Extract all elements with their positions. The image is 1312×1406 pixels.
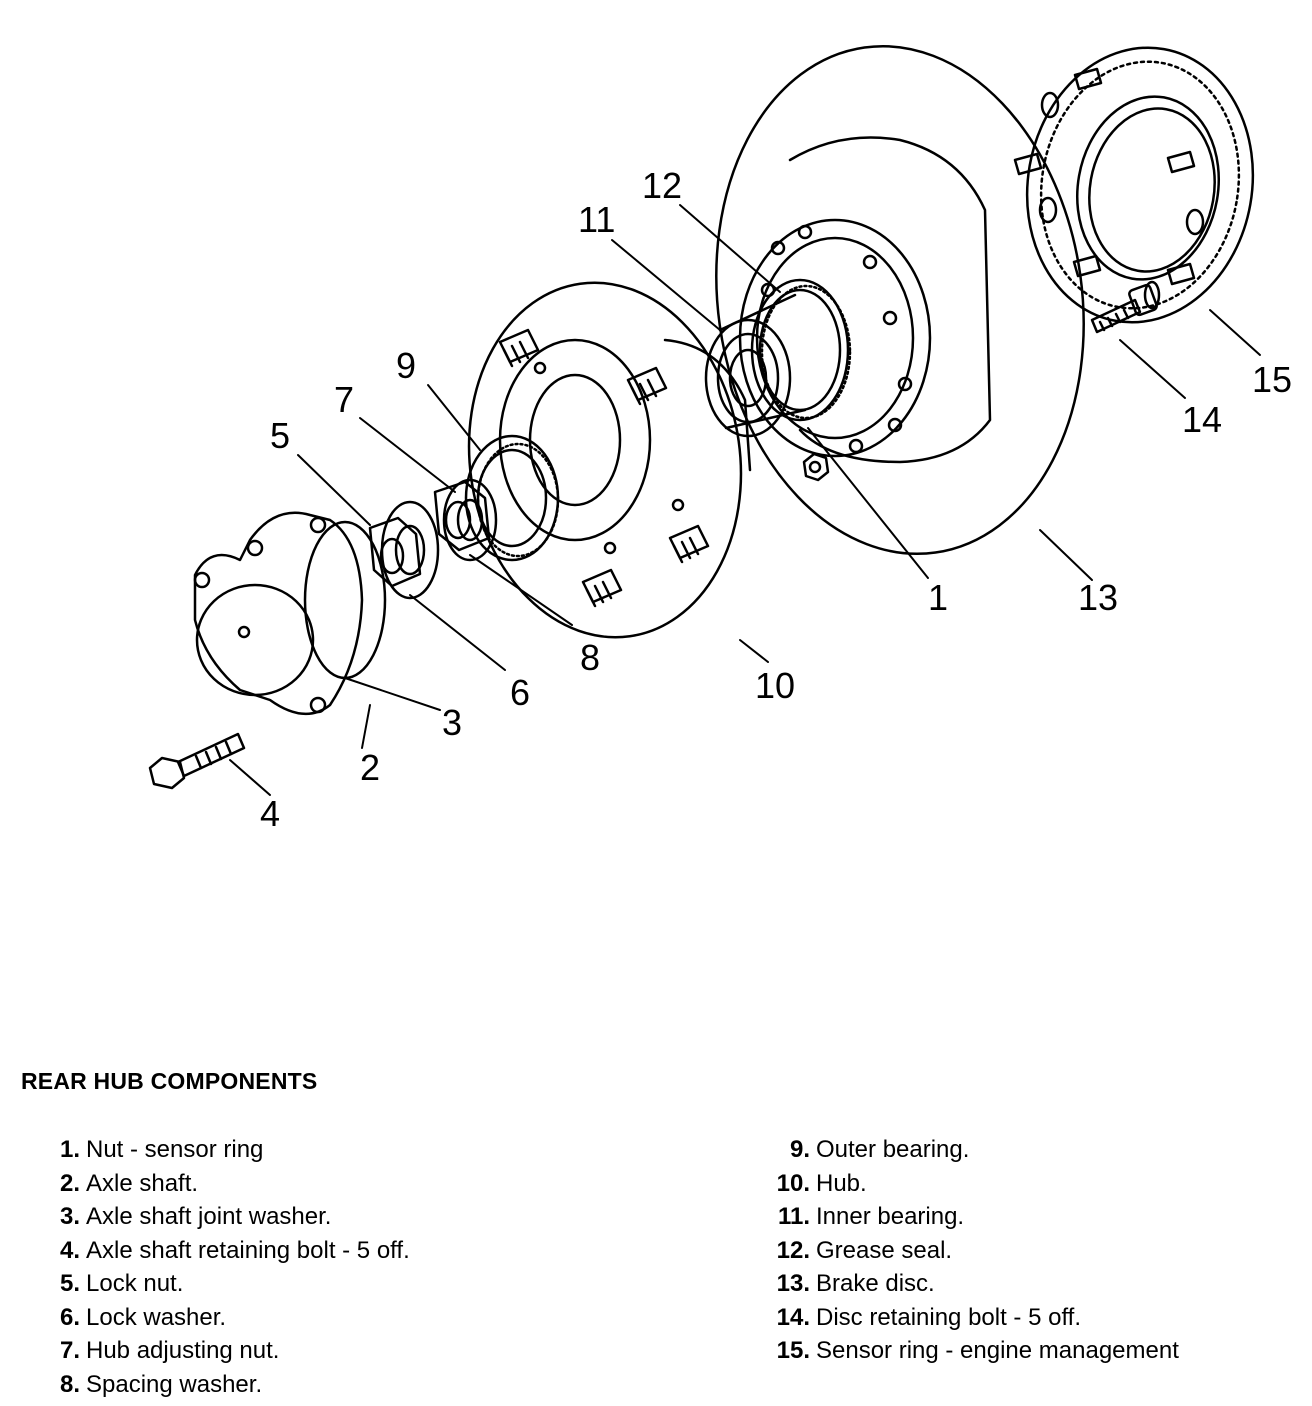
legend-item: 15.Sensor ring - engine management bbox=[760, 1337, 1179, 1371]
legend-item-label: Lock nut. bbox=[86, 1270, 184, 1297]
legend-item-number: 14. bbox=[776, 1303, 810, 1331]
legend-right-column: 9.Outer bearing.10.Hub.11.Inner bearing.… bbox=[760, 1136, 1179, 1371]
callout-7: 7 bbox=[334, 379, 354, 420]
legend-item: 10.Hub. bbox=[760, 1170, 1179, 1204]
callout-15: 15 bbox=[1252, 359, 1292, 400]
callout-5: 5 bbox=[270, 415, 290, 456]
callout-4: 4 bbox=[260, 793, 280, 834]
exploded-hub-diagram: 1 2 3 4 5 6 7 8 9 10 11 12 13 14 15 bbox=[148, 44, 1292, 834]
legend-item: 12.Grease seal. bbox=[760, 1237, 1179, 1271]
legend-item: 11.Inner bearing. bbox=[760, 1203, 1179, 1237]
legend-item-number: 4. bbox=[59, 1236, 80, 1264]
legend-item-number: 11. bbox=[777, 1203, 810, 1230]
grease-seal-part bbox=[750, 278, 852, 422]
lock-nut-part bbox=[368, 516, 422, 588]
legend-item-label: Nut - sensor ring bbox=[86, 1136, 264, 1163]
callout-14: 14 bbox=[1182, 399, 1222, 440]
legend-item: 2.Axle shaft. bbox=[30, 1170, 410, 1204]
legend-item-label: Brake disc. bbox=[816, 1270, 935, 1297]
legend-item-label: Axle shaft retaining bolt - 5 off. bbox=[86, 1236, 410, 1264]
legend-item: 8.Spacing washer. bbox=[30, 1371, 410, 1405]
legend-item: 14.Disc retaining bolt - 5 off. bbox=[760, 1304, 1179, 1338]
spacing-washer-part bbox=[442, 478, 498, 562]
legend-item-number: 6. bbox=[59, 1303, 80, 1331]
callout-8: 8 bbox=[580, 637, 600, 678]
legend-item-label: Grease seal. bbox=[816, 1236, 953, 1264]
legend-item: 5.Lock nut. bbox=[30, 1270, 410, 1304]
legend-item-label: Axle shaft joint washer. bbox=[86, 1203, 332, 1230]
legend-item-number: 15. bbox=[776, 1337, 810, 1364]
legend-item-label: Hub adjusting nut. bbox=[86, 1337, 280, 1364]
callout-10: 10 bbox=[755, 665, 795, 706]
legend-item-number: 7. bbox=[59, 1337, 80, 1364]
axle-shaft-part bbox=[193, 511, 364, 716]
legend-item-number: 9. bbox=[789, 1136, 810, 1163]
legend-item: 3.Axle shaft joint washer. bbox=[30, 1203, 410, 1237]
callout-12: 12 bbox=[642, 165, 682, 206]
legend-item: 6.Lock washer. bbox=[30, 1304, 410, 1338]
sensor-ring-part bbox=[1013, 46, 1255, 324]
legend-item-number: 1. bbox=[59, 1136, 80, 1163]
callout-1: 1 bbox=[928, 577, 948, 618]
callout-13: 13 bbox=[1078, 577, 1118, 618]
legend-item-number: 12. bbox=[776, 1236, 810, 1264]
legend-item-label: Inner bearing. bbox=[816, 1203, 965, 1230]
legend-item-label: Lock washer. bbox=[86, 1303, 227, 1331]
legend-item-label: Outer bearing. bbox=[816, 1136, 970, 1163]
outer-bearing-part bbox=[464, 434, 560, 562]
legend-item-number: 8. bbox=[59, 1370, 80, 1398]
legend-item: 1.Nut - sensor ring bbox=[30, 1136, 410, 1170]
leader-lines bbox=[229, 204, 1261, 796]
legend-item-number: 3. bbox=[59, 1203, 80, 1230]
hub-part bbox=[467, 281, 752, 639]
legend-item-number: 13. bbox=[776, 1270, 810, 1297]
legend-item-number: 2. bbox=[59, 1169, 80, 1197]
callout-numbers: 1 2 3 4 5 6 7 8 9 10 11 12 13 14 15 bbox=[260, 165, 1292, 834]
legend-item-number: 5. bbox=[59, 1270, 80, 1297]
brake-disc-part bbox=[715, 44, 1085, 556]
legend-item-number: 10. bbox=[776, 1169, 810, 1197]
legend-item: 4.Axle shaft retaining bolt - 5 off. bbox=[30, 1237, 410, 1271]
callout-2: 2 bbox=[360, 747, 380, 788]
disc-retaining-bolt-part bbox=[1090, 280, 1161, 334]
legend-item-label: Sensor ring - engine management bbox=[816, 1337, 1179, 1364]
callout-3: 3 bbox=[442, 702, 462, 743]
legend-item-label: Disc retaining bolt - 5 off. bbox=[816, 1303, 1082, 1331]
axle-shaft-retaining-bolt-part bbox=[148, 732, 246, 790]
legend-title: REAR HUB COMPONENTS bbox=[21, 1068, 318, 1094]
axle-shaft-joint-washer-part bbox=[303, 520, 387, 680]
callout-11: 11 bbox=[578, 199, 615, 240]
sensor-ring-nut-part bbox=[802, 452, 830, 482]
callout-6: 6 bbox=[510, 672, 530, 713]
legend-item: 7.Hub adjusting nut. bbox=[30, 1337, 410, 1371]
hub-adjusting-nut-part bbox=[433, 480, 491, 552]
legend-item-label: Hub. bbox=[816, 1169, 867, 1197]
legend-item-label: Spacing washer. bbox=[86, 1370, 263, 1398]
legend-item-label: Axle shaft. bbox=[86, 1169, 199, 1197]
legend-item: 13.Brake disc. bbox=[760, 1270, 1179, 1304]
callout-9: 9 bbox=[396, 345, 416, 386]
legend-item: 9.Outer bearing. bbox=[760, 1136, 1179, 1170]
